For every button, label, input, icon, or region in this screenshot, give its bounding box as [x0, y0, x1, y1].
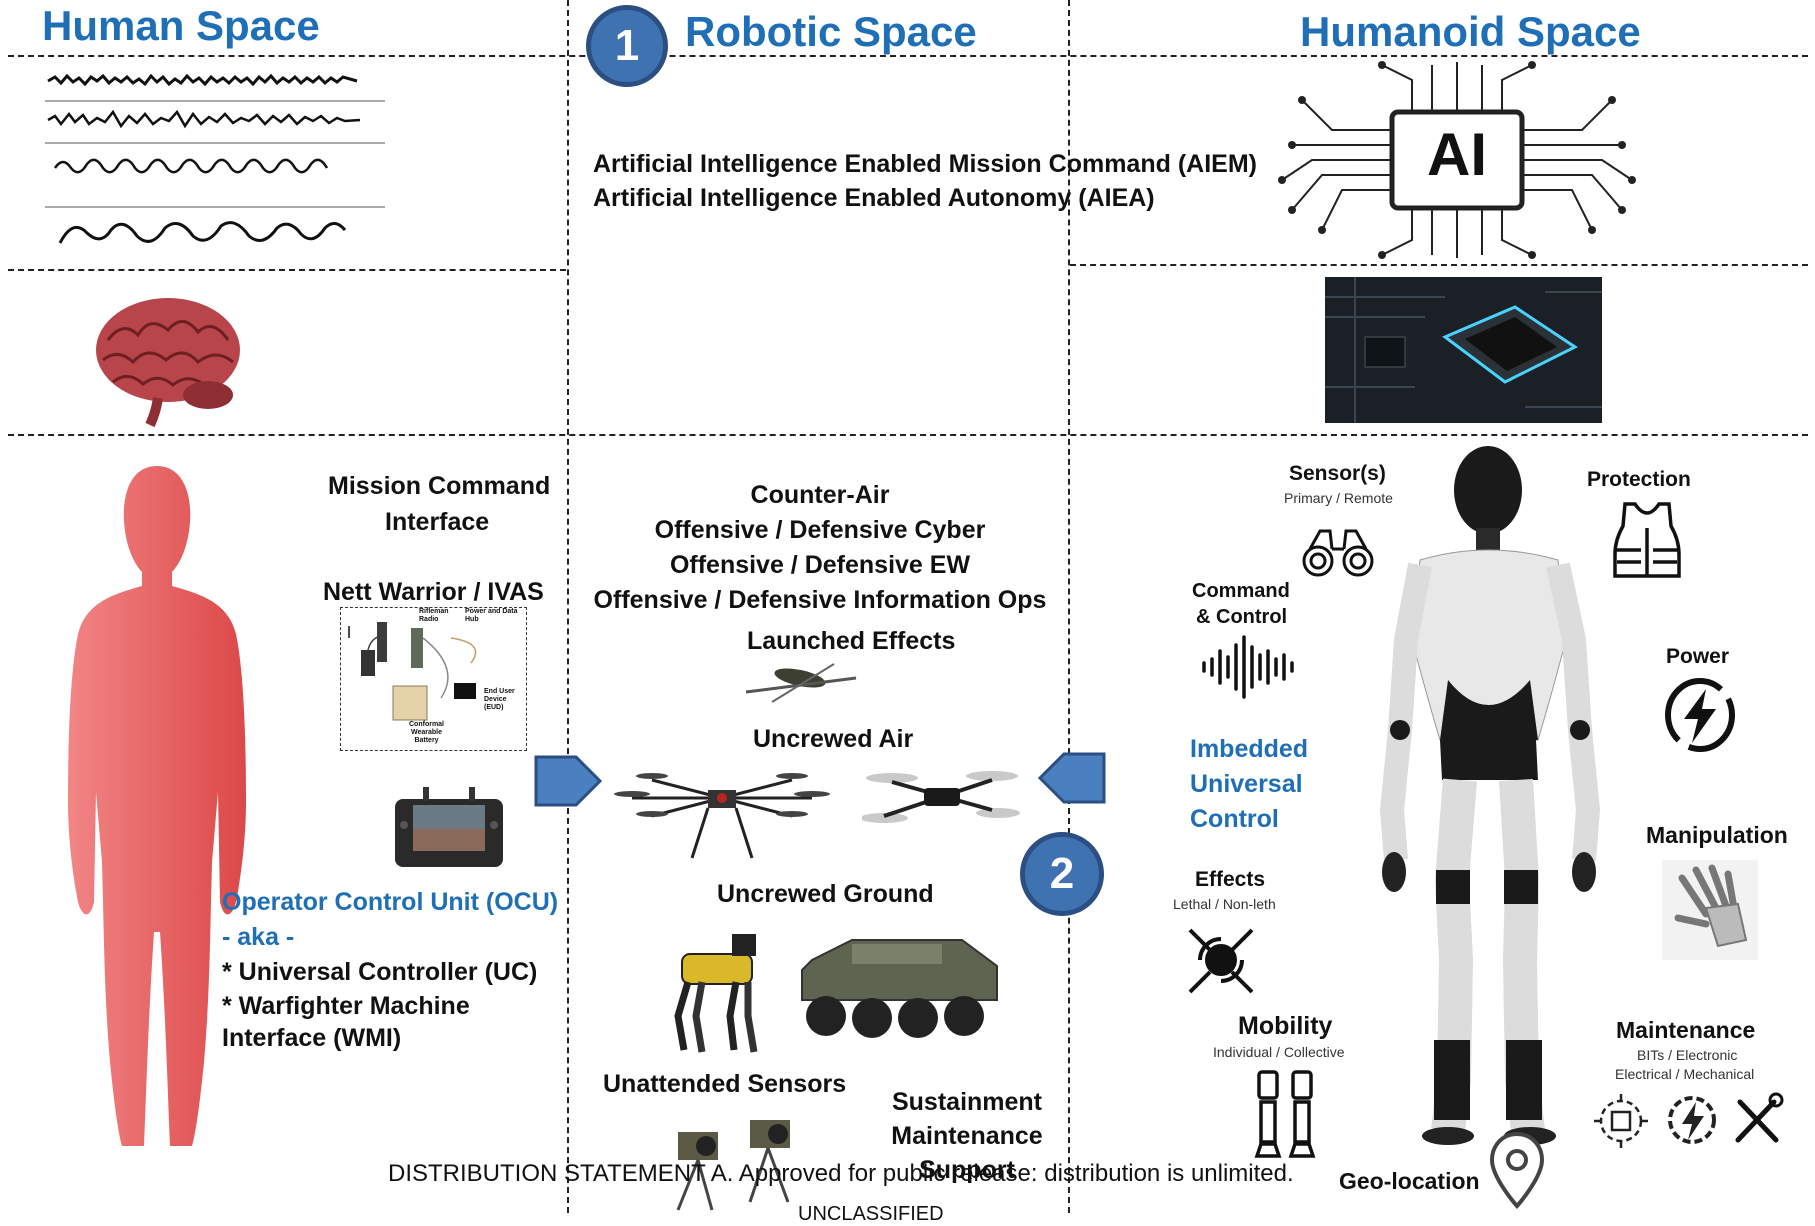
- nett-eud-label-2: Device: [484, 696, 507, 703]
- badge-one: 1: [586, 5, 668, 87]
- label-uncrewed-ground: Uncrewed Ground: [717, 880, 934, 908]
- label-launched-effects: Launched Effects: [747, 627, 956, 655]
- label-imbedded-1: Imbedded: [1190, 735, 1309, 763]
- label-protection: Protection: [1587, 468, 1691, 491]
- label-unattended-sensors: Unattended Sensors: [603, 1070, 847, 1098]
- label-sustainment-2: Maintenance: [891, 1122, 1043, 1150]
- binoculars-icon: [1300, 527, 1376, 579]
- footer-classification: UNCLASSIFIED: [798, 1203, 944, 1225]
- human-figure: [60, 462, 255, 1152]
- label-command-2: & Control: [1196, 606, 1288, 628]
- ocu-controller-image: [393, 785, 505, 869]
- gear-lightning-icon: [1664, 1090, 1720, 1150]
- label-info-ops: Offensive / Defensive Information Ops: [593, 586, 1047, 614]
- quadcopter-image: [862, 758, 1022, 838]
- label-sustainment-1: Sustainment: [891, 1088, 1043, 1116]
- label-counter-air: Counter-Air: [750, 481, 890, 509]
- loitering-munition-image: [742, 658, 862, 706]
- label-sensors-sub: Primary / Remote: [1284, 490, 1393, 506]
- label-uc: * Universal Controller (UC): [222, 958, 538, 986]
- nett-battery-label-2: Wearable: [411, 729, 442, 736]
- wave-beta: [47, 73, 358, 87]
- nett-eud-label-1: End User: [484, 688, 515, 695]
- divider-lower: [8, 434, 1808, 436]
- arrow-left-icon: [1036, 752, 1106, 804]
- lightning-icon: [1664, 677, 1736, 753]
- nett-eud-label-3: (EUD): [484, 704, 504, 711]
- vest-icon: [1607, 500, 1687, 580]
- label-command-1: Command: [1192, 580, 1290, 602]
- divider-col2: [1068, 0, 1070, 1213]
- ai-chip-text: AI: [1427, 121, 1487, 188]
- nett-power-label-1: Power and Data: [465, 608, 518, 615]
- target-icon: [1180, 920, 1262, 1000]
- location-pin-icon: [1488, 1130, 1546, 1210]
- robot-dog-image: [662, 930, 772, 1058]
- label-ocu: Operator Control Unit (OCU): [222, 888, 559, 916]
- nett-battery-label-3: Battery: [414, 737, 439, 744]
- label-imbedded-3: Control: [1190, 805, 1279, 833]
- nett-battery-label-1: Conformal: [409, 721, 444, 728]
- label-effects-sub: Lethal / Non-leth: [1173, 896, 1276, 912]
- label-geo-location: Geo-location: [1339, 1168, 1480, 1195]
- label-aiem: Artificial Intelligence Enabled Mission …: [593, 150, 1257, 178]
- robot-hand-icon: [1662, 860, 1758, 960]
- nett-warrior-diagram: Rifleman Radio Power and Data Hub End Us…: [340, 607, 527, 751]
- header-human-space: Human Space: [42, 2, 320, 49]
- arrow-right-icon: [534, 755, 604, 807]
- wave-alpha: [47, 109, 361, 129]
- nett-power-label-2: Hub: [465, 616, 479, 623]
- label-sensors: Sensor(s): [1289, 462, 1386, 485]
- label-manipulation: Manipulation: [1646, 822, 1788, 848]
- footer-distribution: DISTRIBUTION STATEMENT A. Approved for p…: [388, 1160, 1294, 1187]
- divider-left-mid: [8, 269, 566, 271]
- divider-col1: [567, 0, 569, 1213]
- ugv-image: [792, 930, 1007, 1048]
- processor-image: [1325, 277, 1602, 423]
- label-cyber: Offensive / Defensive Cyber: [654, 516, 986, 544]
- brain-waves: [45, 68, 390, 258]
- label-maintenance: Maintenance: [1616, 1017, 1756, 1043]
- nett-rifleman-label-1: Rifleman: [419, 608, 449, 615]
- circuit-gear-icon: [1590, 1090, 1652, 1152]
- label-wmi-1: * Warfighter Machine: [222, 992, 470, 1020]
- brain-icon: [88, 290, 248, 430]
- label-aka: - aka -: [222, 923, 295, 951]
- label-maintenance-sub-1: BITs / Electronic: [1637, 1047, 1738, 1063]
- label-sustainment-3: Support: [919, 1156, 1015, 1184]
- wrench-screwdriver-icon: [1730, 1092, 1784, 1148]
- ai-chip-icon: AI: [1262, 60, 1652, 260]
- label-aiea: Artificial Intelligence Enabled Autonomy…: [593, 184, 1155, 212]
- label-maintenance-sub-2: Electrical / Mechanical: [1615, 1066, 1755, 1082]
- divider-right-mid: [1070, 264, 1808, 266]
- badge-two: 2: [1020, 832, 1104, 916]
- octocopter-image: [612, 758, 832, 868]
- divider-top: [8, 55, 1808, 57]
- label-mobility-sub: Individual / Collective: [1213, 1044, 1345, 1060]
- wave-delta: [58, 221, 347, 244]
- label-wmi-2: Interface (WMI): [222, 1024, 402, 1052]
- label-power: Power: [1666, 645, 1730, 668]
- unattended-sensors-image: [668, 1110, 808, 1213]
- label-nett-warrior: Nett Warrior / IVAS: [323, 578, 544, 606]
- label-mission-command-2: Interface: [385, 508, 490, 536]
- label-mission-command-1: Mission Command: [328, 472, 551, 500]
- nett-rifleman-label-2: Radio: [419, 616, 439, 623]
- label-effects: Effects: [1195, 868, 1266, 891]
- humanoid-robot-image: [1370, 440, 1610, 1146]
- header-humanoid-space: Humanoid Space: [1300, 8, 1641, 55]
- robot-legs-icon: [1253, 1068, 1317, 1160]
- wave-theta: [53, 158, 329, 174]
- label-uncrewed-air: Uncrewed Air: [753, 725, 914, 753]
- header-robotic-space: Robotic Space: [685, 8, 977, 55]
- label-ew: Offensive / Defensive EW: [669, 551, 971, 579]
- label-imbedded-2: Universal: [1190, 770, 1303, 798]
- sound-wave-icon: [1200, 635, 1300, 699]
- label-mobility: Mobility: [1238, 1012, 1333, 1040]
